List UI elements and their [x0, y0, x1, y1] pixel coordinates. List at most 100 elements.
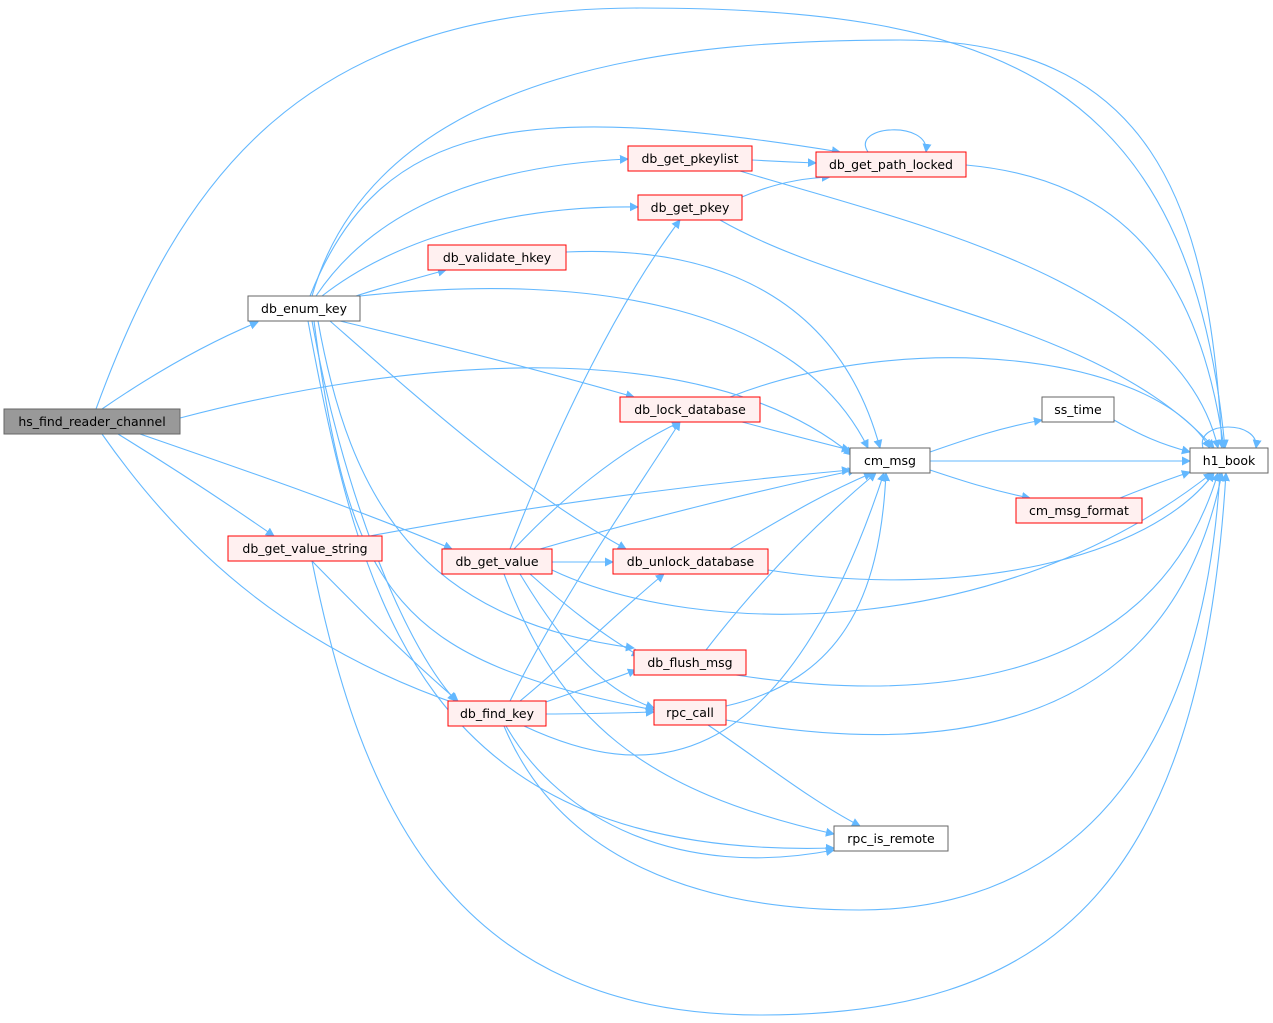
edge-db-find-key-to-rpc-call — [545, 707, 655, 717]
node-db-get-value[interactable]: db_get_value — [441, 548, 553, 575]
node-label-db-get-pkeylist: db_get_pkeylist — [641, 151, 738, 166]
node-box-db-get-pkey — [637, 194, 743, 221]
edge-db-validate-hkey-to-cm-msg — [565, 250, 883, 449]
edge-db-lock-database-to-h1-book — [729, 357, 1211, 449]
edge-db-find-key-to-cm-msg — [523, 472, 886, 756]
edge-db-get-path-locked-to-h1-book — [965, 164, 1228, 449]
node-h1-book[interactable]: h1_book — [1189, 447, 1269, 474]
edge-rpc-call-to-h1-book — [725, 472, 1225, 736]
node-box-db-get-value-string — [227, 535, 383, 562]
node-box-db-validate-hkey — [427, 244, 567, 271]
edge-db-enum-key-to-db-unlock-database — [329, 320, 627, 550]
node-db-unlock-database[interactable]: db_unlock_database — [612, 548, 769, 575]
node-box-db-get-value — [441, 548, 553, 575]
edge-db-get-value-to-h1-book — [551, 472, 1213, 615]
node-box-db-find-key — [447, 700, 547, 727]
edge-db-get-value-to-rpc-call — [519, 573, 655, 710]
edge-hs-find-reader-channel-to-cm-msg — [179, 367, 853, 456]
edge-rpc-call-to-rpc-is-remote — [707, 724, 861, 827]
edge-db-lock-database-to-cm-msg — [741, 421, 851, 453]
node-box-db-flush-msg — [633, 649, 747, 676]
node-label-ss-time: ss_time — [1054, 402, 1102, 417]
edge-db-get-value-to-db-get-pkey — [509, 219, 681, 550]
edge-db-enum-key-to-db-get-pkeylist — [315, 154, 629, 297]
node-label-db-validate-hkey: db_validate_hkey — [443, 250, 552, 265]
edge-db-get-value-string-to-h1-book — [311, 472, 1230, 1016]
edge-db-get-path-locked-to-db-get-path-locked — [864, 129, 932, 153]
nodes-layer: hs_find_reader_channel db_enum_key db_get_… — [3, 145, 1269, 852]
node-box-rpc-call — [653, 699, 727, 726]
node-rpc-call[interactable]: rpc_call — [653, 699, 727, 726]
node-label-db-get-path-locked: db_get_path_locked — [829, 157, 953, 172]
edge-db-find-key-to-db-lock-database — [509, 421, 681, 702]
edge-db-unlock-database-to-cm-msg — [729, 472, 873, 550]
node-box-hs-find-reader-channel — [3, 408, 181, 435]
node-box-db-enum-key — [247, 295, 361, 322]
node-label-rpc-is-remote: rpc_is_remote — [847, 831, 935, 846]
node-db-get-pkeylist[interactable]: db_get_pkeylist — [627, 145, 753, 172]
node-db-lock-database[interactable]: db_lock_database — [619, 396, 761, 423]
edge-db-get-pkey-to-h1-book — [719, 219, 1215, 449]
edge-db-get-value-to-db-lock-database — [513, 421, 681, 550]
edge-db-flush-msg-to-h1-book — [735, 472, 1220, 687]
node-label-db-unlock-database: db_unlock_database — [627, 554, 755, 569]
node-cm-msg[interactable]: cm_msg — [849, 447, 931, 474]
node-box-cm-msg — [849, 447, 931, 474]
node-box-db-get-path-locked — [815, 151, 967, 178]
node-label-db-get-value-string: db_get_value_string — [242, 541, 367, 556]
edge-db-enum-key-to-db-validate-hkey — [355, 267, 447, 297]
node-db-get-pkey[interactable]: db_get_pkey — [637, 194, 743, 221]
edge-db-enum-key-to-db-get-path-locked — [309, 126, 841, 297]
edge-db-enum-key-to-rpc-is-remote — [307, 320, 835, 853]
node-box-h1-book — [1189, 447, 1269, 474]
edge-db-unlock-database-to-h1-book — [767, 472, 1215, 581]
edge-db-get-value-string-to-db-find-key — [311, 560, 459, 702]
edge-db-find-key-to-h1-book — [503, 472, 1224, 911]
node-label-db-lock-database: db_lock_database — [634, 402, 746, 417]
edge-cm-msg-to-cm-msg-format — [929, 469, 1031, 501]
edge-db-enum-key-to-cm-msg — [359, 288, 869, 449]
node-db-enum-key[interactable]: db_enum_key — [247, 295, 361, 322]
edge-db-get-value-to-rpc-is-remote — [503, 573, 835, 837]
node-box-db-unlock-database — [612, 548, 769, 575]
node-ss-time[interactable]: ss_time — [1041, 396, 1115, 423]
edge-hs-find-reader-channel-to-h1-book — [95, 7, 1229, 449]
node-label-hs-find-reader-channel: hs_find_reader_channel — [18, 414, 165, 429]
node-label-db-find-key: db_find_key — [460, 706, 535, 721]
edge-db-get-pkeylist-to-db-get-path-locked — [751, 158, 817, 168]
edge-hs-find-reader-channel-to-db-get-value-string — [117, 433, 275, 537]
node-box-ss-time — [1041, 396, 1115, 423]
node-label-db-get-value: db_get_value — [455, 554, 538, 569]
node-label-db-get-pkey: db_get_pkey — [651, 200, 730, 215]
edge-hs-find-reader-channel-to-db-find-key — [101, 433, 461, 707]
node-box-cm-msg-format — [1015, 497, 1143, 524]
edge-db-get-value-string-to-cm-msg — [369, 466, 851, 537]
node-label-rpc-call: rpc_call — [666, 705, 714, 720]
edge-ss-time-to-h1-book — [1113, 419, 1191, 455]
edge-db-enum-key-to-db-get-pkey — [321, 202, 639, 297]
node-cm-msg-format[interactable]: cm_msg_format — [1015, 497, 1143, 524]
edge-h1-book-to-h1-book — [1201, 426, 1262, 449]
node-db-validate-hkey[interactable]: db_validate_hkey — [427, 244, 567, 271]
edge-db-get-pkeylist-to-h1-book — [739, 170, 1221, 449]
node-box-db-get-pkeylist — [627, 145, 753, 172]
edge-db-find-key-to-rpc-is-remote — [505, 725, 835, 859]
edge-db-get-value-to-cm-msg — [539, 467, 857, 550]
edge-db-enum-key-to-rpc-call — [313, 320, 655, 713]
edge-db-get-value-to-db-flush-msg — [529, 573, 641, 657]
edge-db-find-key-to-db-flush-msg — [539, 668, 637, 705]
edge-db-flush-msg-to-cm-msg — [705, 472, 877, 651]
edge-db-enum-key-to-db-lock-database — [339, 320, 635, 400]
edges-layer — [95, 7, 1262, 1016]
node-label-cm-msg-format: cm_msg_format — [1029, 503, 1129, 518]
node-db-flush-msg[interactable]: db_flush_msg — [633, 649, 747, 676]
node-label-cm-msg: cm_msg — [864, 453, 916, 468]
node-rpc-is-remote[interactable]: rpc_is_remote — [833, 825, 949, 852]
node-db-get-path-locked[interactable]: db_get_path_locked — [815, 151, 967, 178]
node-hs-find-reader-channel[interactable]: hs_find_reader_channel — [3, 408, 181, 435]
node-db-find-key[interactable]: db_find_key — [447, 700, 547, 727]
edge-cm-msg-to-ss-time — [929, 417, 1043, 453]
node-db-get-value-string[interactable]: db_get_value_string — [227, 535, 383, 562]
edge-db-enum-key-to-h1-book — [311, 39, 1227, 449]
